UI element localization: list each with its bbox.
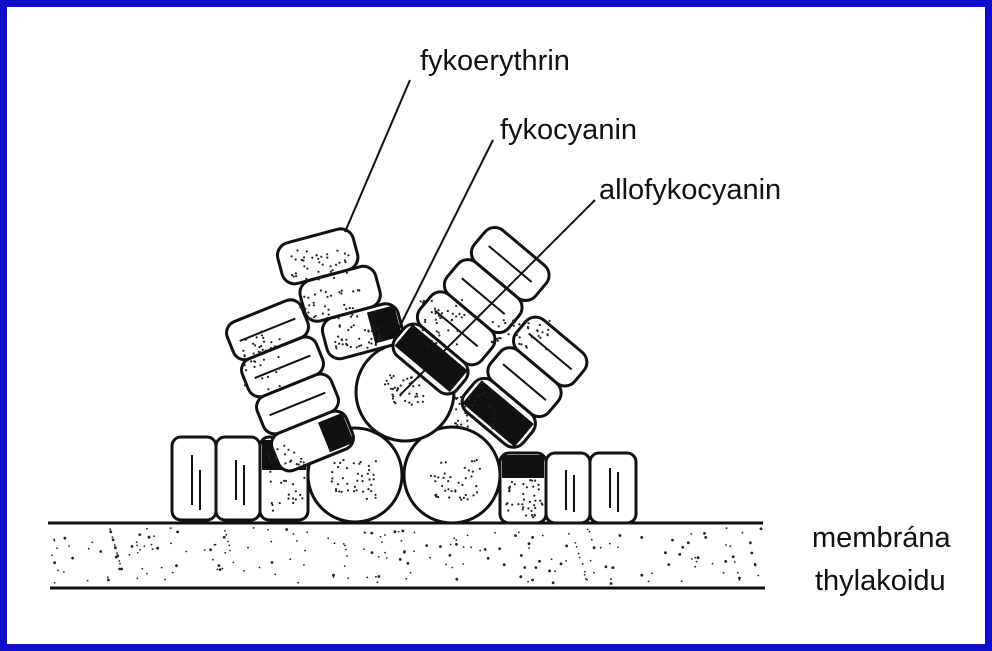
right-base-stack	[500, 453, 636, 523]
label-fykocyanin: fykocyanin	[500, 114, 637, 146]
diagram-frame: fykoerythrin fykocyanin allofykocyanin m…	[7, 7, 985, 644]
label-membrane-line1: membrána	[812, 522, 951, 554]
label-membrane-line2: thylakoidu	[815, 565, 946, 597]
label-fykoerythrin: fykoerythrin	[420, 45, 570, 77]
leader-fykoerythrin	[345, 80, 410, 232]
label-allofykocyanin: allofykocyanin	[599, 174, 781, 206]
thylakoid-membrane	[48, 523, 765, 588]
